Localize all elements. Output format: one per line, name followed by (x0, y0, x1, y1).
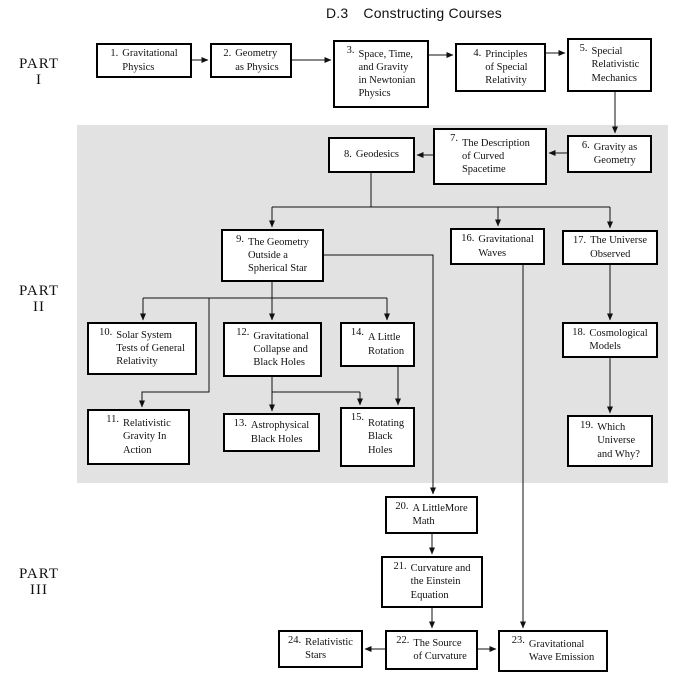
node-ch7-description-curved-spacetime: 7. The Description of Curved Spacetime (433, 128, 547, 185)
node-ch5-special-relativistic-mechanics: 5. Special Relativistic Mechanics (567, 38, 652, 92)
section-heading: Constructing Courses (363, 5, 503, 21)
node-ch21-curvature-einstein-equation: 21. Curvature and the Einstein Equation (381, 556, 483, 608)
part-ii-label: PART II (18, 283, 60, 315)
chapter-title: Gravitational Collapse and Black Holes (253, 330, 309, 368)
node-ch16-gravitational-waves: 16. Gravitational Waves (450, 228, 545, 265)
node-ch2-geometry-as-physics: 2. Geometry as Physics (210, 43, 292, 78)
chapter-title: The Description of Curved Spacetime (461, 137, 530, 175)
chapter-number: 9. (236, 234, 244, 245)
node-ch6-gravity-as-geometry: 6. Gravity as Geometry (567, 135, 652, 173)
chapter-number: 2. (223, 48, 232, 59)
node-ch4-principles-special-relativity: 4. Principles of Special Relativity (455, 43, 546, 92)
chapter-title: Solar System Tests of General Relativity (116, 329, 185, 367)
chapter-title: Gravitational Wave Emission (528, 638, 595, 663)
node-ch8-geodesics: 8. Geodesics (328, 137, 415, 173)
chapter-number: 14. (350, 327, 364, 338)
node-ch24-relativistic-stars: 24. Relativistic Stars (278, 630, 363, 668)
chapter-number: 6. (581, 140, 590, 151)
node-ch22-source-of-curvature: 22. The Source of Curvature (385, 630, 478, 670)
chapter-number: 16. (461, 233, 475, 244)
figure-title: D.3 Constructing Courses (326, 5, 502, 21)
node-ch17-universe-observed: 17. The Universe Observed (562, 230, 658, 265)
node-ch23-gravitational-wave-emission: 23. Gravitational Wave Emission (498, 630, 608, 672)
chapter-title: Principles of Special Relativity (485, 48, 528, 86)
chapter-title: Gravity as Geometry (593, 141, 638, 166)
node-ch10-solar-system-tests: 10. Solar System Tests of General Relati… (87, 322, 197, 375)
node-ch19-which-universe-and-why: 19. Which Universe and Why? (567, 415, 653, 467)
chapter-number: 24. (288, 635, 302, 646)
chapter-number: 12. (236, 327, 250, 338)
section-number: D.3 (326, 5, 349, 21)
chapter-title: Relativistic Stars (305, 636, 353, 661)
chapter-title: Geodesics (355, 149, 400, 161)
chapter-number: 18. (572, 327, 586, 338)
chapter-title: Gravitational Waves (478, 234, 534, 259)
part-iii-label: PART III (18, 566, 60, 598)
chapter-number: 19. (580, 420, 594, 431)
part-i-label: PART I (18, 56, 60, 88)
chapter-title: Cosmological Models (589, 327, 648, 352)
node-ch14-a-little-rotation: 14. A Little Rotation (340, 322, 415, 367)
chapter-number: 15. (350, 412, 364, 423)
chapter-number: 10. (99, 327, 113, 338)
chapter-title: A Little Rotation (367, 332, 405, 357)
chapter-number: 1. (110, 48, 119, 59)
node-ch18-cosmological-models: 18. Cosmological Models (562, 322, 658, 358)
node-ch13-astrophysical-black-holes: 13. Astrophysical Black Holes (223, 413, 320, 452)
chapter-title: The Source of Curvature (413, 637, 467, 662)
chapter-title: Gravitational Physics (122, 48, 178, 73)
chapter-number: 23. (511, 635, 525, 646)
chapter-title: Rotating Black Holes (367, 418, 405, 456)
node-ch3-space-time-gravity: 3. Space, Time, and Gravity in Newtonian… (333, 40, 429, 108)
chapter-number: 4. (473, 48, 482, 59)
node-ch9-geometry-outside-spherical-star: 9. The Geometry Outside a Spherical Star (221, 229, 324, 282)
chapter-title: Curvature and the Einstein Equation (410, 563, 471, 601)
node-ch1-gravitational-physics: 1. Gravitational Physics (96, 43, 192, 78)
chapter-title: Special Relativistic Mechanics (591, 46, 640, 84)
chapter-number: 3. (346, 45, 355, 56)
chapter-number: 17. (573, 235, 587, 246)
chapter-number: 13. (233, 418, 247, 429)
chapter-title: The Universe Observed (590, 235, 647, 260)
chapter-title: Which Universe and Why? (597, 422, 640, 460)
chapter-title: A LittleMore Math (412, 502, 468, 527)
chapter-number: 5. (579, 43, 588, 54)
chapter-title: Geometry as Physics (235, 48, 279, 73)
node-ch11-relativistic-gravity-in-action: 11. Relativistic Gravity In Action (87, 409, 190, 465)
chapter-title: Space, Time, and Gravity in Newtonian Ph… (358, 48, 416, 100)
chapter-number: 8. (343, 149, 352, 161)
chapter-number: 7. (450, 133, 458, 144)
node-ch15-rotating-black-holes: 15. Rotating Black Holes (340, 407, 415, 467)
chapter-title: The Geometry Outside a Spherical Star (247, 236, 309, 274)
chapter-number: 11. (106, 414, 119, 425)
node-ch20-a-little-more-math: 20. A LittleMore Math (385, 496, 478, 534)
chapter-number: 22. (396, 635, 410, 646)
node-ch12-gravitational-collapse-black-holes: 12. Gravitational Collapse and Black Hol… (223, 322, 322, 377)
chapter-title: Astrophysical Black Holes (250, 420, 310, 445)
chapter-number: 21. (393, 561, 407, 572)
chapter-number: 20. (395, 501, 409, 512)
chapter-title: Relativistic Gravity In Action (122, 418, 171, 456)
